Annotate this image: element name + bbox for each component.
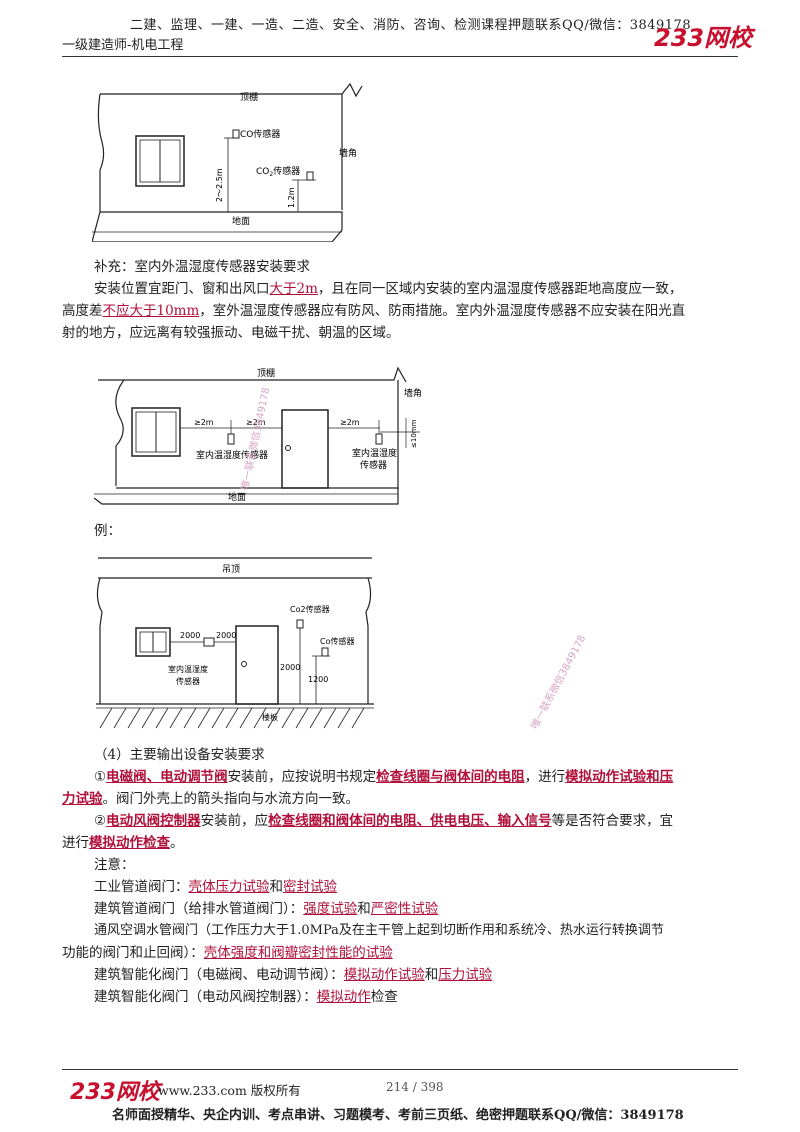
fig2-sensor-right-2: 传感器	[360, 459, 387, 471]
note-line-3b: 功能的阀门和止回阀）：壳体强度和阀瓣密封性能的试验	[62, 945, 393, 961]
page-number: 214 / 398	[386, 1080, 444, 1094]
fig3-sensor-1: 室内温湿度	[168, 664, 208, 674]
fig1-ceiling-label: 顶棚	[240, 91, 258, 103]
figure-humidity-sensor-diagram: 顶棚 墙角 ≥2m ≥2m ≥2m ≤10mm 室内温湿度传感器 室内温湿度 传…	[94, 366, 422, 505]
fig1-floor-label: 地面	[232, 215, 250, 227]
fig1-co2-label: CO2传感器	[256, 165, 300, 178]
section4-p2-line2: 进行模拟动作检查。	[62, 835, 184, 851]
footer-logo: 233网校	[70, 1080, 160, 1105]
footer-contact-line: 名师面授精华、央企内训、考点串讲、习题模考、考前三页纸、绝密押题联系QQ/微信：…	[112, 1108, 684, 1123]
fig3-dim-c: 2000	[280, 663, 300, 672]
section4-p2-line1: ②电动风阀控制器安装前，应检查线圈和阀体间的电阻、供电电压、输入信号等是否符合要…	[94, 813, 674, 829]
section4-title: （4）主要输出设备安装要求	[94, 747, 265, 763]
section4-p1-line1: ①电磁阀、电动调节阀安装前，应按说明书规定检查线圈与阀体间的电阻，进行模拟动作试…	[94, 769, 674, 785]
section4-p1-line2: 力试验。阀门外壳上的箭头指向与水流方向一致。	[62, 791, 359, 807]
note-line-4: 建筑智能化阀门（电磁阀、电动调节阀）：模拟动作试验和压力试验	[94, 967, 493, 983]
fig1-corner-label: 墙角	[339, 147, 357, 159]
note-label: 注意：	[94, 857, 135, 873]
fig3-dim-b: 2000	[216, 631, 236, 640]
fig2-floor-label: 地面	[228, 491, 246, 503]
fig2-dim-3: ≥2m	[340, 418, 360, 427]
fig2-sensor-right-1: 室内温湿度	[352, 447, 397, 459]
fig2-dim-v: ≤10mm	[410, 419, 418, 448]
note-line-5: 建筑智能化阀门（电动风阀控制器）：模拟动作检查	[94, 989, 398, 1005]
header-logo: 233网校	[654, 24, 753, 52]
example-label: 例：	[94, 523, 121, 539]
fig3-co2-label: Co2传感器	[290, 604, 330, 614]
supplement-line-3: 射的地方，应远离有较强振动、电磁干扰、朝温的区域。	[62, 325, 400, 341]
fig1-co-label: CO传感器	[240, 128, 280, 140]
fig3-floor-label: 楼板	[262, 712, 278, 722]
footer-url[interactable]: www.233.com 版权所有	[158, 1083, 301, 1098]
header-contact-line: 二建、监理、一建、一造、二造、安全、消防、咨询、检测课程押题联系QQ/微信：38…	[130, 18, 692, 33]
fig3-dim-d: 1200	[308, 675, 328, 684]
supplement-title: 补充：室内外温湿度传感器安装要求	[94, 259, 310, 275]
fig2-ceiling-label: 顶棚	[257, 367, 275, 379]
footer-divider	[62, 1069, 738, 1070]
figure-example-diagram: 吊顶 Co2传感器 Co传感器 2000 2000 2000 1200 室内温湿…	[96, 557, 374, 729]
note-line-3: 通风空调水管阀门（工作压力大于1.0MPa及在主干管上起到切断作用和系统冷、热水…	[94, 923, 664, 938]
supplement-line-2: 高度差不应大于10mm，室外温湿度传感器应有防风、防雨措施。室内外温湿度传感器不…	[62, 303, 686, 319]
fig2-dim-1: ≥2m	[194, 418, 214, 427]
figure-co-sensor-diagram: 顶棚 CO传感器 CO2传感器 墙角 地面 2～2.5m 1.2m	[92, 82, 363, 242]
fig1-dim-co2: 1.2m	[287, 187, 296, 208]
fig3-co-label: Co传感器	[320, 636, 354, 646]
fig2-corner-label: 墙角	[404, 387, 422, 399]
fig2-sensor-left: 室内温湿度传感器	[196, 449, 268, 461]
note-line-1: 工业管道阀门：壳体压力试验和密封试验	[94, 879, 337, 895]
fig3-sensor-2: 传感器	[176, 676, 200, 686]
fig1-dim-co: 2～2.5m	[215, 168, 224, 202]
supplement-line-1: 安装位置宜距门、窗和出风口大于2m，且在同一区域内安装的室内温湿度传感器距地高度…	[94, 281, 683, 297]
fig2-dim-2: ≥2m	[246, 418, 266, 427]
fig3-dim-a: 2000	[180, 631, 200, 640]
fig3-ceiling-label: 吊顶	[222, 564, 240, 575]
note-line-2: 建筑管道阀门（给排水管道阀门）：强度试验和严密性试验	[94, 901, 439, 917]
header-divider	[62, 56, 738, 57]
watermark-2: 唯一联系微信3849178	[529, 633, 589, 732]
header-subtitle: 一级建造师-机电工程	[62, 38, 184, 53]
